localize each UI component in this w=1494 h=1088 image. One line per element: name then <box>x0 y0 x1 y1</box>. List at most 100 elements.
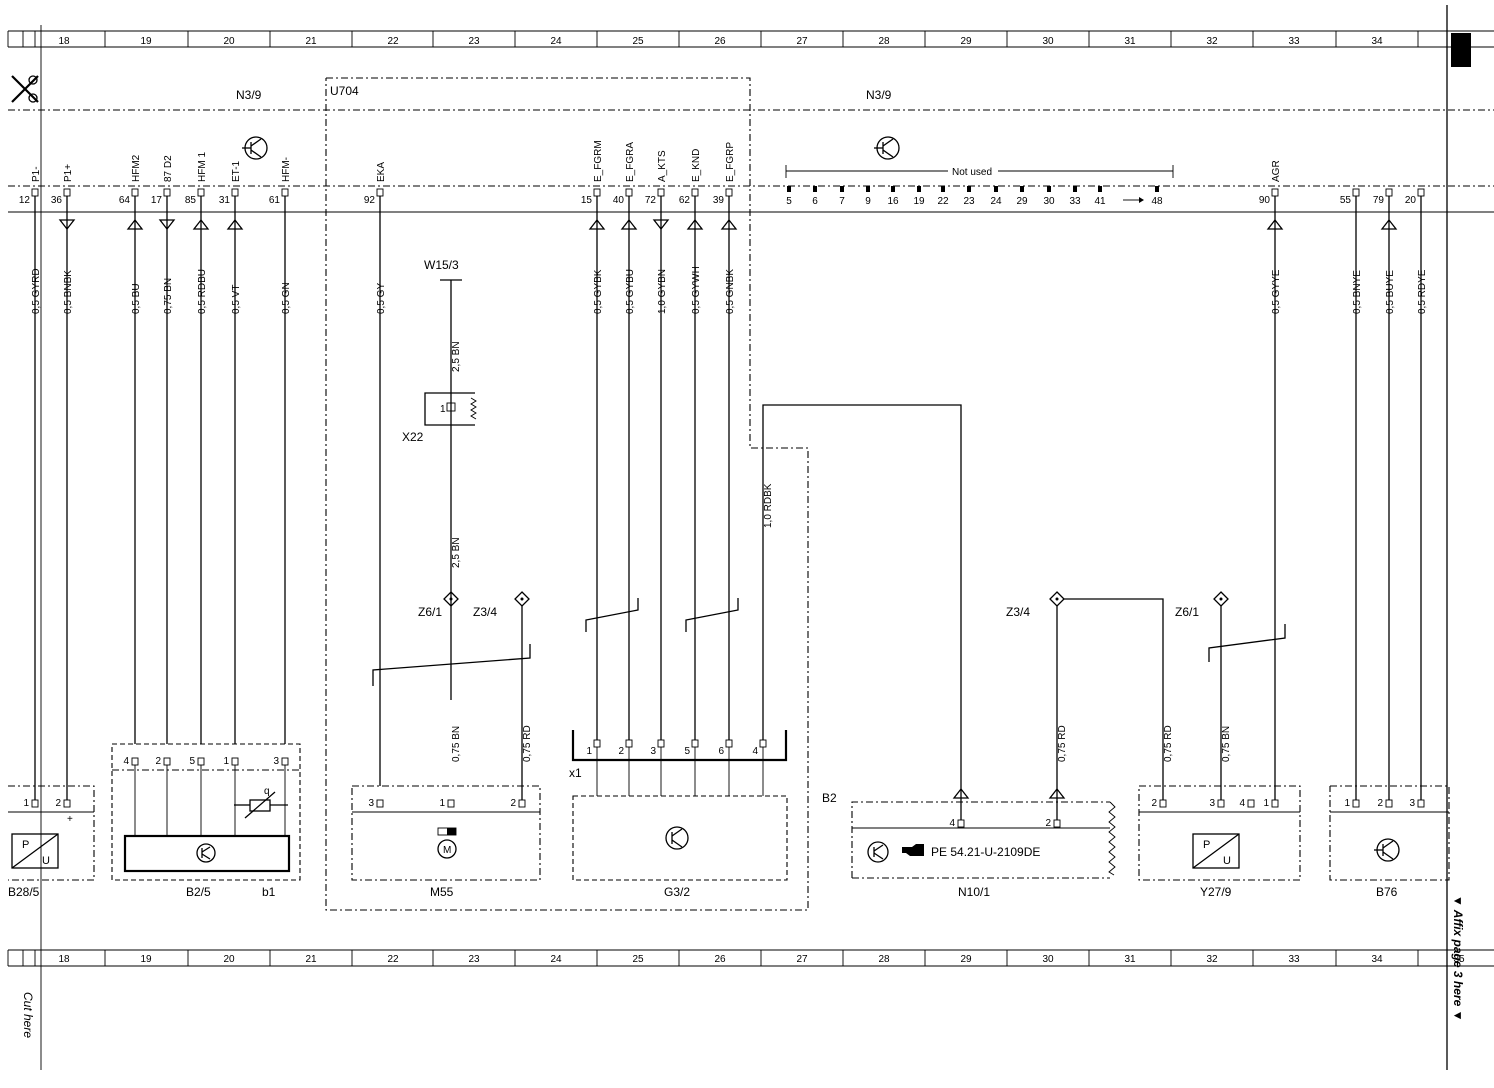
reference-text: PE 54.21-U-2109DE <box>931 845 1040 859</box>
grid-column-label: 21 <box>305 36 317 47</box>
unused-pin-number: 48 <box>1151 196 1163 207</box>
grid-column-label: 33 <box>1288 36 1300 47</box>
grid-column-label: 21 <box>305 954 317 965</box>
grid-column-label: 31 <box>1124 36 1136 47</box>
grid-column-label: 26 <box>714 36 726 47</box>
component-b76 <box>1329 785 1450 881</box>
pin-signal: EKA <box>376 162 387 182</box>
pin-number: 17 <box>151 195 163 206</box>
symbol-plus: + <box>67 814 73 825</box>
unused-pin-number: 33 <box>1069 196 1081 207</box>
pin-number: 62 <box>679 195 691 206</box>
grid-column-label: 32 <box>1206 954 1218 965</box>
component-label-g32: G3/2 <box>664 885 690 899</box>
x1-connector <box>571 730 788 762</box>
grid-column-label: 24 <box>550 36 562 47</box>
shield-lines <box>372 598 1286 686</box>
affix-note: ▼ Affix page 3 here ▼ <box>1451 895 1465 1021</box>
wire-label-n101-p2: 0,75 RD <box>1057 725 1068 762</box>
unused-pin-number: 23 <box>963 196 975 207</box>
wire-color: 0,5 BUYE <box>1385 270 1396 314</box>
pin-number: 64 <box>119 195 131 206</box>
grid-column-label: 34 <box>1371 36 1383 47</box>
component-pin-b25: 5 <box>189 756 195 767</box>
component-pin-y279: 1 <box>1263 798 1269 809</box>
splice-label-z34-right: Z3/4 <box>1006 605 1030 619</box>
grid-column-label: 26 <box>714 954 726 965</box>
splice-z61-left <box>443 591 459 607</box>
component-pin-b25: 2 <box>155 756 161 767</box>
pin-signal: AGR <box>1271 160 1282 182</box>
grid-column-label: 22 <box>387 36 399 47</box>
grid-column-label: 24 <box>550 954 562 965</box>
unused-pin-number: 30 <box>1043 196 1055 207</box>
wire-color: 0,5 GYBU <box>625 269 636 314</box>
component-pin-m55: 2 <box>510 798 516 809</box>
grid-column-label: 28 <box>878 36 890 47</box>
pin-signal: P1- <box>31 166 42 182</box>
component-label-b283: B28/5 <box>8 885 40 899</box>
connector-label-x1: x1 <box>569 766 582 780</box>
x1-pin-number: 4 <box>752 746 758 757</box>
component-label-b25: B2/5 <box>186 885 211 899</box>
pin-number: 15 <box>581 195 593 206</box>
pin-number: 39 <box>713 195 725 206</box>
pin-number: 36 <box>51 195 63 206</box>
grid-column-label: 31 <box>1124 954 1136 965</box>
scissors-icon <box>11 75 39 103</box>
frame <box>8 5 1494 1070</box>
pin-20: 20 0,5 RDYE <box>1405 188 1428 800</box>
block-label-w153: W15/3 <box>424 258 459 272</box>
pin-number: 55 <box>1340 195 1352 206</box>
component-label-b2: B2 <box>822 791 837 805</box>
wire-color: 0,5 GN <box>281 282 292 314</box>
component-pin-b76: 1 <box>1344 798 1350 809</box>
grid-column-label: 23 <box>468 954 480 965</box>
wire-color: 0,5 GNBK <box>725 269 736 314</box>
pointing-hand-icon <box>902 844 924 856</box>
pin-79: 790,5 BUYE <box>1373 188 1398 800</box>
symbol-p-b283: P <box>22 839 29 851</box>
component-label-m55: M55 <box>430 885 454 899</box>
pin-signal: P1+ <box>63 164 74 182</box>
connector-label-x22: X22 <box>402 430 424 444</box>
transistor-icon-n39-left <box>242 136 268 160</box>
unused-pin-number: 5 <box>786 196 792 207</box>
transistor-icon-n39-right <box>874 136 900 160</box>
grid-column-label: 23 <box>468 36 480 47</box>
component-label-b1: b1 <box>262 885 276 899</box>
wire-color: 0,5 GY <box>376 283 387 314</box>
unused-pin-number: 29 <box>1016 196 1028 207</box>
cut-note: Cut here <box>21 992 35 1038</box>
wire-color: 1,0 GYBN <box>657 269 668 314</box>
motor-icon <box>437 839 457 859</box>
component-b25 <box>111 743 301 881</box>
pin-number: 61 <box>269 195 281 206</box>
wire-color: 0,5 RDYE <box>1417 269 1428 314</box>
pin-signal: E_KND <box>691 149 702 182</box>
x1-pin-number: 2 <box>618 746 624 757</box>
wire-label-y279-p3: 0,75 BN <box>1221 726 1232 762</box>
wire-label-w153-top: 2,5 BN <box>451 341 462 372</box>
not-used-label: Not used <box>952 167 992 178</box>
component-pin-b76: 3 <box>1409 798 1415 809</box>
grid-column-label: 19 <box>140 36 152 47</box>
pin-number: 20 <box>1405 195 1417 206</box>
unused-pin-number: 9 <box>865 196 871 207</box>
splice-label-z61-right: Z6/1 <box>1175 605 1199 619</box>
block-label-u704: U704 <box>330 84 359 98</box>
component-pin-n101: 2 <box>1045 818 1051 829</box>
